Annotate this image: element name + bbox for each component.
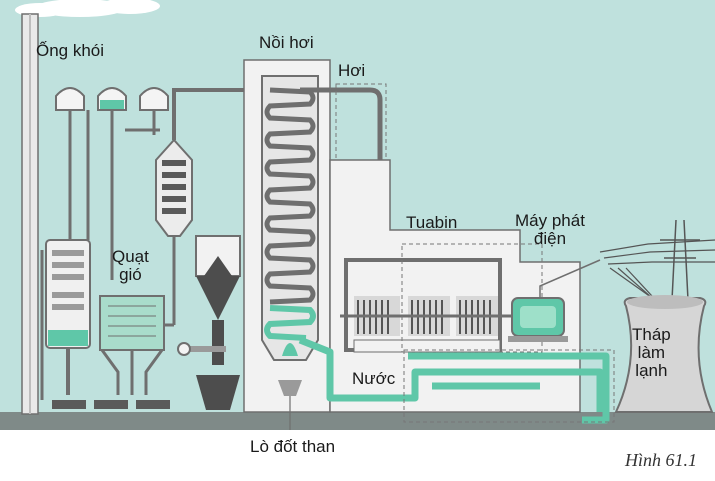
- chimney-label: Ống khói: [36, 41, 105, 60]
- fan-label-line2: gió: [119, 264, 142, 284]
- cooling-tower: [614, 295, 714, 413]
- fan-label: Quạt gió: [112, 248, 149, 284]
- coal-hopper: [177, 235, 241, 410]
- ground: [0, 412, 715, 430]
- water-pipes: [298, 336, 610, 424]
- power-lines: [599, 239, 715, 311]
- caption-strip: [0, 430, 715, 481]
- cooling-tower-label-line3: lạnh: [635, 360, 668, 380]
- water-label: Nước: [352, 369, 396, 388]
- coal-carts: [52, 400, 170, 409]
- pylon: [660, 219, 700, 301]
- fan-unit: [99, 295, 165, 395]
- top-pipe: [172, 88, 260, 140]
- turbine: [340, 258, 530, 353]
- cooling-tower-label: Tháp làm lạnh: [632, 326, 671, 380]
- generator-label-line2: điện: [533, 228, 567, 248]
- top-tanks: [55, 87, 169, 280]
- boiler-label: Nồi hơi: [259, 33, 314, 52]
- generator-label-line1: Máy phát: [515, 211, 585, 230]
- cooling-tower-label-line2: làm: [637, 342, 666, 362]
- furnace-label: Lò đốt than: [250, 437, 336, 456]
- chimney: [21, 13, 39, 415]
- fan-label-line1: Quạt: [112, 247, 149, 266]
- dust-collector: [45, 239, 91, 395]
- generator: [508, 259, 601, 342]
- boiler-water-coil: [264, 305, 316, 341]
- turbine-label: Tuabin: [406, 213, 458, 232]
- burner-flame: [282, 343, 298, 356]
- economizer: [155, 138, 193, 327]
- water-dashed-box: [403, 349, 615, 423]
- cooling-tower-label-line1: Tháp: [632, 325, 671, 344]
- steam-label: Hơi: [338, 61, 366, 80]
- furnace-bottom: [278, 380, 302, 396]
- clouds: [15, 0, 160, 17]
- figure-caption: Hình 61.1: [625, 450, 697, 470]
- generator-label: Máy phát điện: [515, 212, 585, 248]
- boiler-coil: [264, 87, 316, 305]
- boiler-building: [243, 59, 331, 413]
- turbine-dashed-box: [401, 243, 543, 353]
